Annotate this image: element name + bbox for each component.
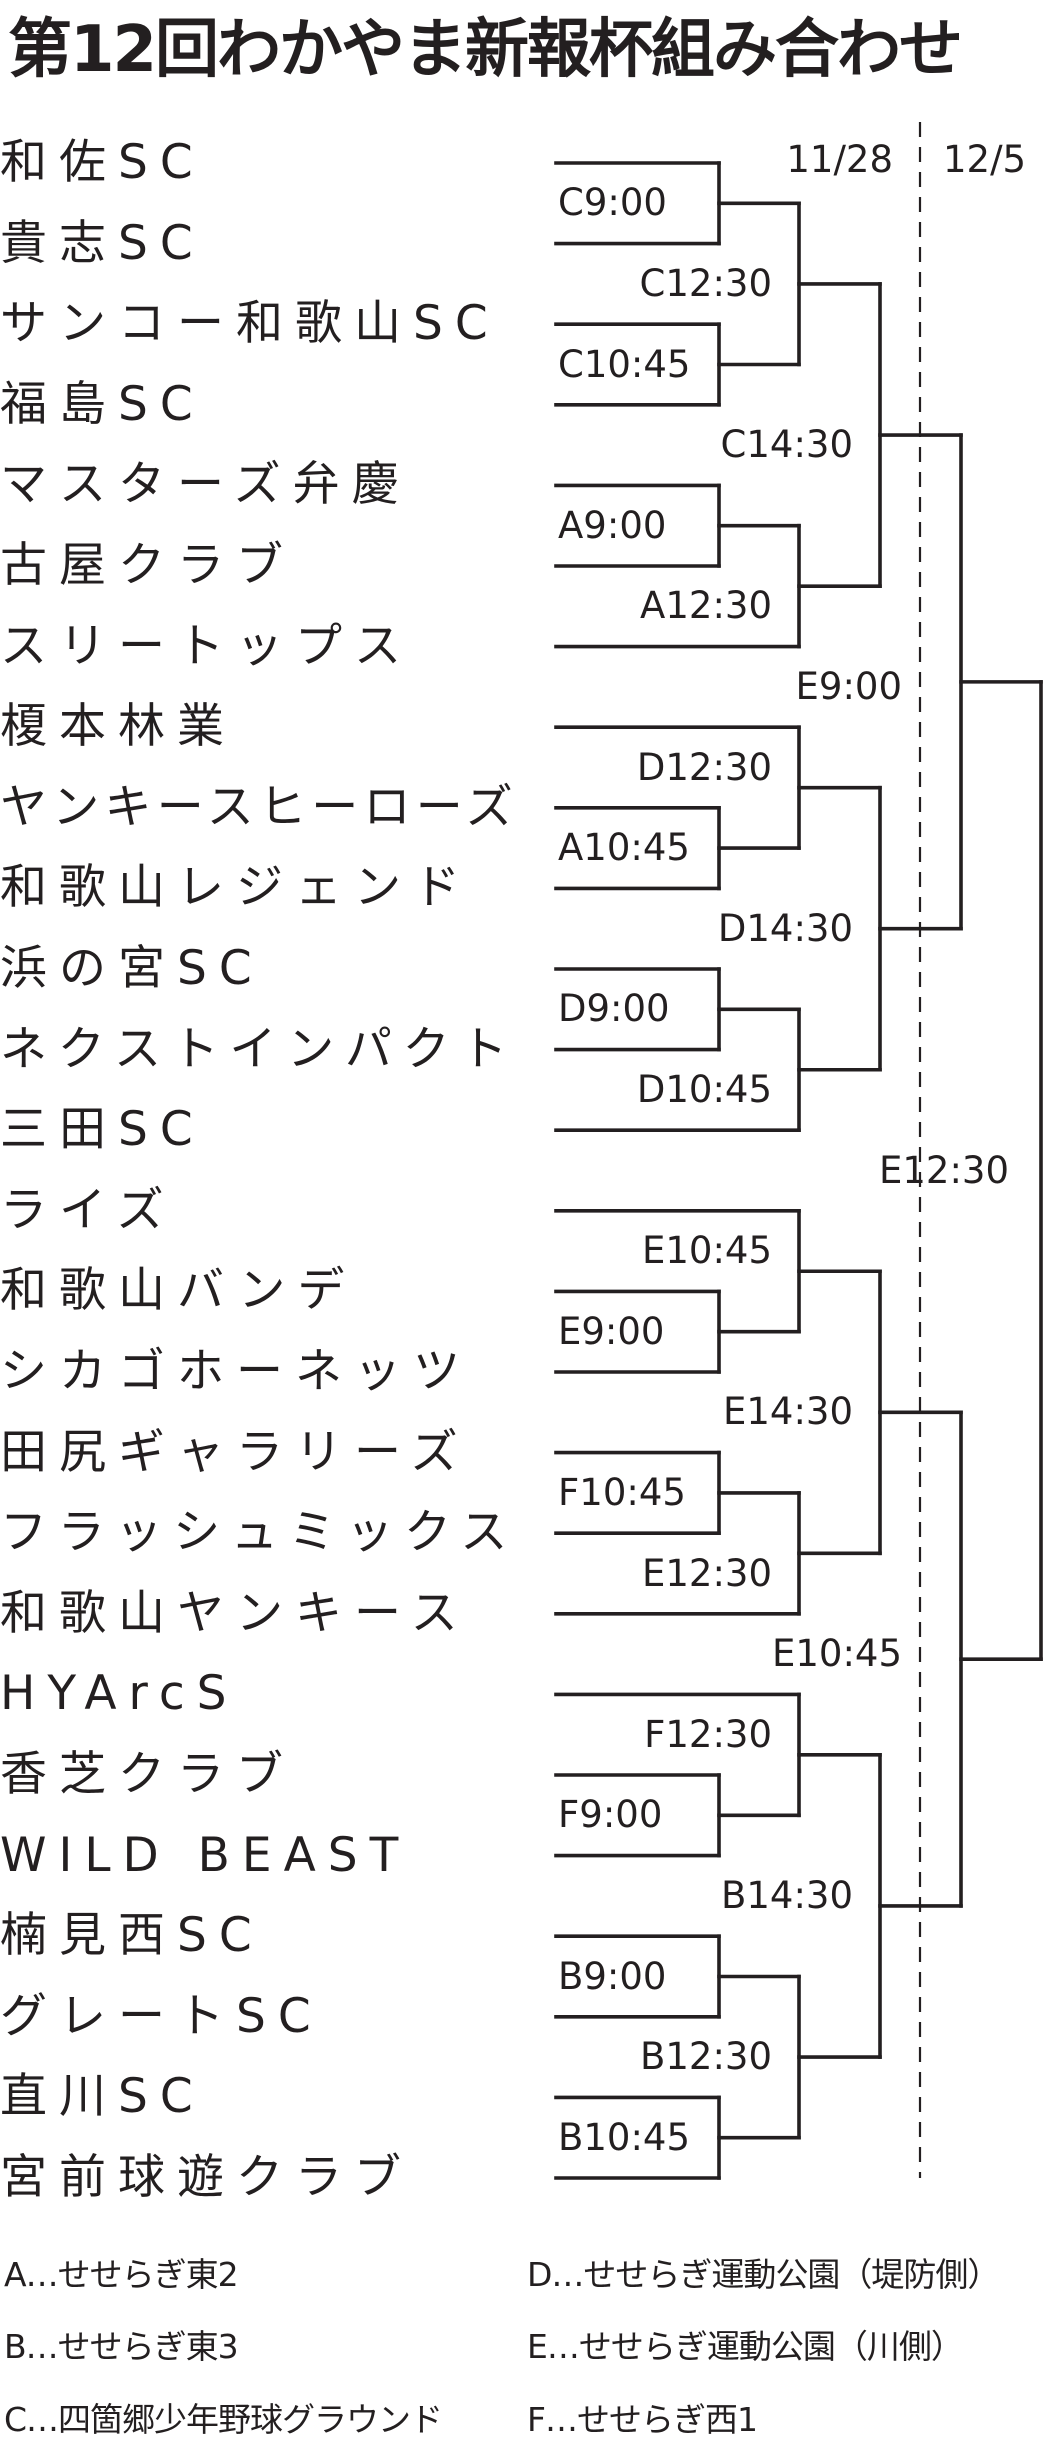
team-name: ヤンキースヒーローズ xyxy=(0,779,518,835)
match-label: B9:00 xyxy=(558,1954,667,1998)
team-name: 貴志SC xyxy=(0,215,205,271)
legend-venue-a: A…せせらぎ東2 xyxy=(4,2255,239,2294)
team-name: スリートップス xyxy=(0,618,413,674)
legend-venue-f: F…せせらぎ西1 xyxy=(527,2400,758,2439)
match-label: E9:00 xyxy=(558,1309,665,1353)
match-label: B14:30 xyxy=(720,1873,853,1917)
match-label: D9:00 xyxy=(558,987,670,1031)
team-name: HYArcS xyxy=(0,1666,239,1722)
match-label: E14:30 xyxy=(722,1390,853,1434)
team-name: 古屋クラブ xyxy=(0,538,295,593)
match-label: E12:30 xyxy=(641,1551,772,1595)
match-label: C9:00 xyxy=(558,181,667,225)
match-label: F10:45 xyxy=(558,1470,686,1514)
match-label: F12:30 xyxy=(644,1712,772,1756)
match-label: D12:30 xyxy=(636,745,772,789)
team-name: ライズ xyxy=(0,1182,176,1238)
team-name: フラッシュミックス xyxy=(0,1505,518,1561)
match-label: A10:45 xyxy=(558,826,690,870)
team-name: 榎本林業 xyxy=(0,699,236,755)
team-name: マスターズ弁慶 xyxy=(0,457,411,513)
match-label: D10:45 xyxy=(636,1067,772,1111)
match-label: E10:45 xyxy=(641,1229,772,1273)
match-label: C10:45 xyxy=(558,342,691,386)
legend-venue-c: C…四箇郷少年野球グラウンド xyxy=(4,2400,443,2439)
match-label: C14:30 xyxy=(720,423,853,467)
team-name: シカゴホーネッツ xyxy=(0,1344,472,1399)
match-label: C12:30 xyxy=(639,261,772,305)
team-name: 直川SC xyxy=(0,2069,205,2125)
match-label: E10:45 xyxy=(771,1632,902,1676)
team-name: 田尻ギャラリーズ xyxy=(0,1424,470,1480)
match-label: A12:30 xyxy=(640,584,772,628)
team-name: 浜の宮SC xyxy=(0,941,264,996)
match-label: D14:30 xyxy=(717,906,853,950)
team-name: 香芝クラブ xyxy=(0,1747,295,1802)
page-title: 第12回わかやま新報杯組み合わせ xyxy=(8,13,963,87)
legend-venue-d: D…せせらぎ運動公園（堤防側） xyxy=(527,2255,1000,2294)
match-label: F9:00 xyxy=(558,1793,663,1837)
team-name: 三田SC xyxy=(0,1102,205,1158)
date-round2: 12/5 xyxy=(943,138,1027,181)
match-label: B12:30 xyxy=(639,2035,772,2079)
team-name: 和歌山バンデ xyxy=(0,1263,357,1319)
team-name: 宮前球遊クラブ xyxy=(0,2150,413,2205)
team-name: 楠見西SC xyxy=(0,1908,264,1964)
team-name: 和歌山ヤンキース xyxy=(0,1585,470,1641)
team-name: グレートSC xyxy=(0,1988,323,2044)
legend-venue-e: E…せせらぎ運動公園（川側） xyxy=(527,2327,964,2366)
match-label: E12:30 xyxy=(878,1148,1009,1192)
team-name: 和佐SC xyxy=(0,135,205,190)
team-name: WILD BEAST xyxy=(0,1827,411,1883)
date-round1: 11/28 xyxy=(786,138,893,181)
match-label: A9:00 xyxy=(558,503,667,547)
team-name: ネクストインパクト xyxy=(0,1021,518,1077)
match-label: B10:45 xyxy=(558,2115,691,2159)
team-name: サンコー和歌山SC xyxy=(0,296,500,352)
match-label: E9:00 xyxy=(795,664,902,708)
team-name: 和歌山レジェンド xyxy=(0,860,472,916)
team-name: 福島SC xyxy=(0,376,205,432)
legend-venue-b: B…せせらぎ東3 xyxy=(4,2327,239,2366)
